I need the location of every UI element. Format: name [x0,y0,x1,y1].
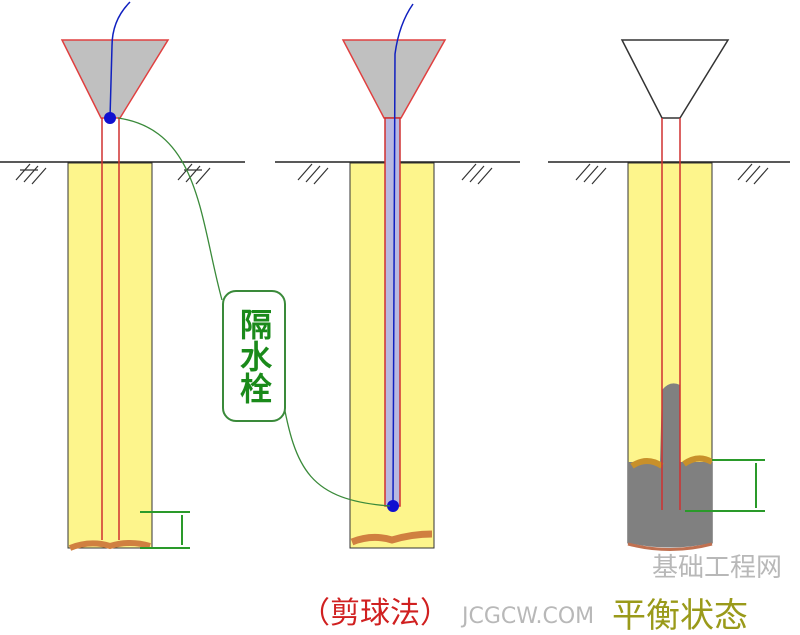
plug-ball-1 [104,112,116,124]
watermark-name: 基础工程网 [652,553,783,583]
sediment-1 [68,540,151,551]
soil-hatch [15,163,769,185]
sediment-3 [630,455,714,469]
plug-label: 隔水栓 [222,290,286,422]
concrete-3 [628,383,712,548]
plug-leader [117,117,391,507]
dimension-3 [685,459,765,512]
dimension-1 [140,511,190,549]
caption-equilibrium-state: 平衡状态 [612,596,748,635]
funnel-3 [620,39,730,119]
caption-ball-shear-method: （剪球法） [300,596,450,631]
wire-1 [109,1,131,119]
watermark-url: JCGCW.COM [462,604,595,629]
funnel-2 [341,39,447,119]
plug-ball-2 [387,500,399,512]
funnel-1 [60,39,170,119]
pile-1 [67,162,153,549]
wire-2 [392,3,414,506]
tremie-tube-2 [384,117,401,507]
sediment-2 [350,530,433,546]
